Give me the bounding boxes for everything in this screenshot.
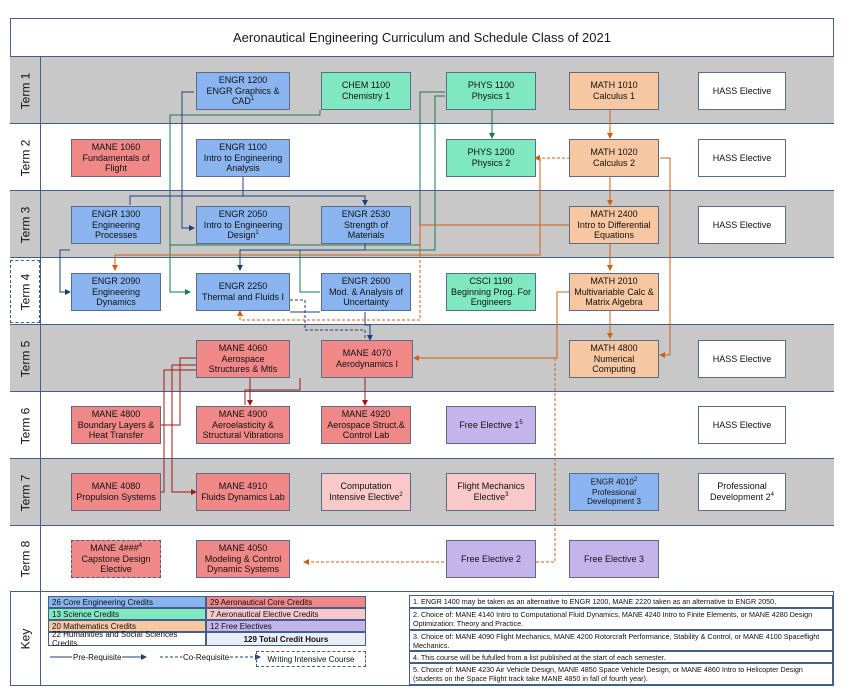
- course-mane4050[interactable]: MANE 4050 Modeling & Control Dynamic Sys…: [196, 540, 290, 578]
- course-chem1100[interactable]: CHEM 1100 Chemistry 1: [321, 72, 411, 110]
- note-5: 5. Choice of: MANE 4230 Air Vehicle Desi…: [409, 663, 833, 685]
- course-engr1200[interactable]: ENGR 1200 ENGR Graphics & CAD1: [196, 72, 290, 110]
- course-engr1100[interactable]: ENGR 1100 Intro to Engineering Analysis: [196, 139, 290, 177]
- course-mane4910[interactable]: MANE 4910 Fluids Dynamics Lab: [196, 473, 290, 511]
- course-free-elective-1[interactable]: Free Elective 15: [446, 406, 536, 444]
- course-math4800[interactable]: MATH 4800 Numerical Computing: [569, 340, 659, 378]
- course-engr2250[interactable]: ENGR 2250 Thermal and Fluids I: [196, 273, 290, 311]
- course-mane4900[interactable]: MANE 4900 Aeroelasticity & Structural Vi…: [196, 406, 290, 444]
- key-prerequisite-label: Pre-Requisite: [72, 653, 123, 662]
- note-1: 1. ENGR 1400 may be taken as an alternat…: [409, 595, 833, 608]
- course-csci1190[interactable]: CSCI 1190 Beginning Prog. For Engineers: [446, 273, 536, 311]
- term-column-divider: [40, 57, 41, 686]
- course-hass-elective-3[interactable]: HASS Elective: [698, 206, 786, 244]
- course-computation-intensive-elective[interactable]: Computation Intensive Elective2: [321, 473, 411, 511]
- course-mane4800[interactable]: MANE 4800 Boundary Layers & Heat Transfe…: [71, 406, 161, 444]
- course-mane4070[interactable]: MANE 4070 Aerodynamics I: [321, 340, 413, 378]
- note-4: 4. This course will be fufulled from a l…: [409, 651, 833, 663]
- course-free-elective-2[interactable]: Free Elective 2: [446, 540, 536, 578]
- course-math2400[interactable]: MATH 2400 Intro to Differential Equation…: [569, 206, 659, 244]
- course-math1010[interactable]: MATH 1010 Calculus 1: [569, 72, 659, 110]
- course-mane4060[interactable]: MANE 4060 Aerospace Structures & Mtls: [196, 340, 290, 378]
- note-3: 3. Choice of: MANE 4090 Flight Mechanics…: [409, 630, 833, 651]
- key-writing-intensive: Writing Intensive Course: [256, 651, 366, 667]
- course-phys1200[interactable]: PHYS 1200 Physics 2: [446, 139, 536, 177]
- course-hass-elective-6[interactable]: HASS Elective: [698, 406, 786, 444]
- course-engr2600[interactable]: ENGR 2600 Mod. & Analysis of Uncertainty: [321, 273, 411, 311]
- course-mane1060[interactable]: MANE 1060 Fundamentals of Flight: [71, 139, 161, 177]
- key-aero-elective: 7 Aeronautical Elective Credits: [206, 608, 366, 620]
- key-core-engineering: 26 Core Engineering Credits: [48, 596, 206, 608]
- page-title: Aeronautical Engineering Curriculum and …: [10, 18, 834, 57]
- course-math2010[interactable]: MATH 2010 Multivariable Calc & Matrix Al…: [569, 273, 659, 311]
- key-mathematics: 20 Mathematics Credits: [48, 620, 206, 632]
- key-aero-core: 29 Aeronautical Core Credits: [206, 596, 366, 608]
- key-science: 13 Science Credits: [48, 608, 206, 620]
- note-2: 2. Choice of: MANE 4140 Intro to Computa…: [409, 608, 833, 630]
- term-4-writing-marker: [10, 260, 40, 323]
- course-engr2050[interactable]: ENGR 2050 Intro to Engineering Design1: [196, 206, 290, 244]
- course-professional-development-2[interactable]: Professional Development 24: [698, 473, 786, 511]
- course-flight-mechanics-elective[interactable]: Flight Mechanics Elective3: [446, 473, 536, 511]
- course-engr2530[interactable]: ENGR 2530 Strength of Materials: [321, 206, 411, 244]
- course-mane4080[interactable]: MANE 4080 Propulsion Systems: [71, 473, 161, 511]
- course-engr4010[interactable]: ENGR 40102 Professional Development 3: [569, 473, 659, 511]
- key-corequisite-label: Co-Requisite: [182, 653, 231, 662]
- course-mane4920[interactable]: MANE 4920 Aerospace Struct.& Control Lab: [321, 406, 411, 444]
- course-free-elective-3[interactable]: Free Elective 3: [569, 540, 659, 578]
- key-hass: 22 Humanities and Social Sciences Credit…: [48, 630, 206, 648]
- course-mane-capstone-design-elective[interactable]: MANE 4###4 Capstone Design Elective: [71, 540, 161, 578]
- course-engr2090[interactable]: ENGR 2090 Engineering Dynamics: [71, 273, 161, 311]
- course-math1020[interactable]: MATH 1020 Calculus 2: [569, 139, 659, 177]
- course-engr1300[interactable]: ENGR 1300 Engineering Processes: [71, 206, 161, 244]
- key-free-electives: 12 Free Electives: [206, 620, 366, 632]
- course-hass-elective-2[interactable]: HASS Elective: [698, 139, 786, 177]
- course-phys1100[interactable]: PHYS 1100 Physics 1: [446, 72, 536, 110]
- key-total-credits: 129 Total Credit Hours: [206, 632, 366, 646]
- term-band-1: [10, 57, 834, 124]
- course-hass-elective-1[interactable]: HASS Elective: [698, 72, 786, 110]
- course-hass-elective-5[interactable]: HASS Elective: [698, 340, 786, 378]
